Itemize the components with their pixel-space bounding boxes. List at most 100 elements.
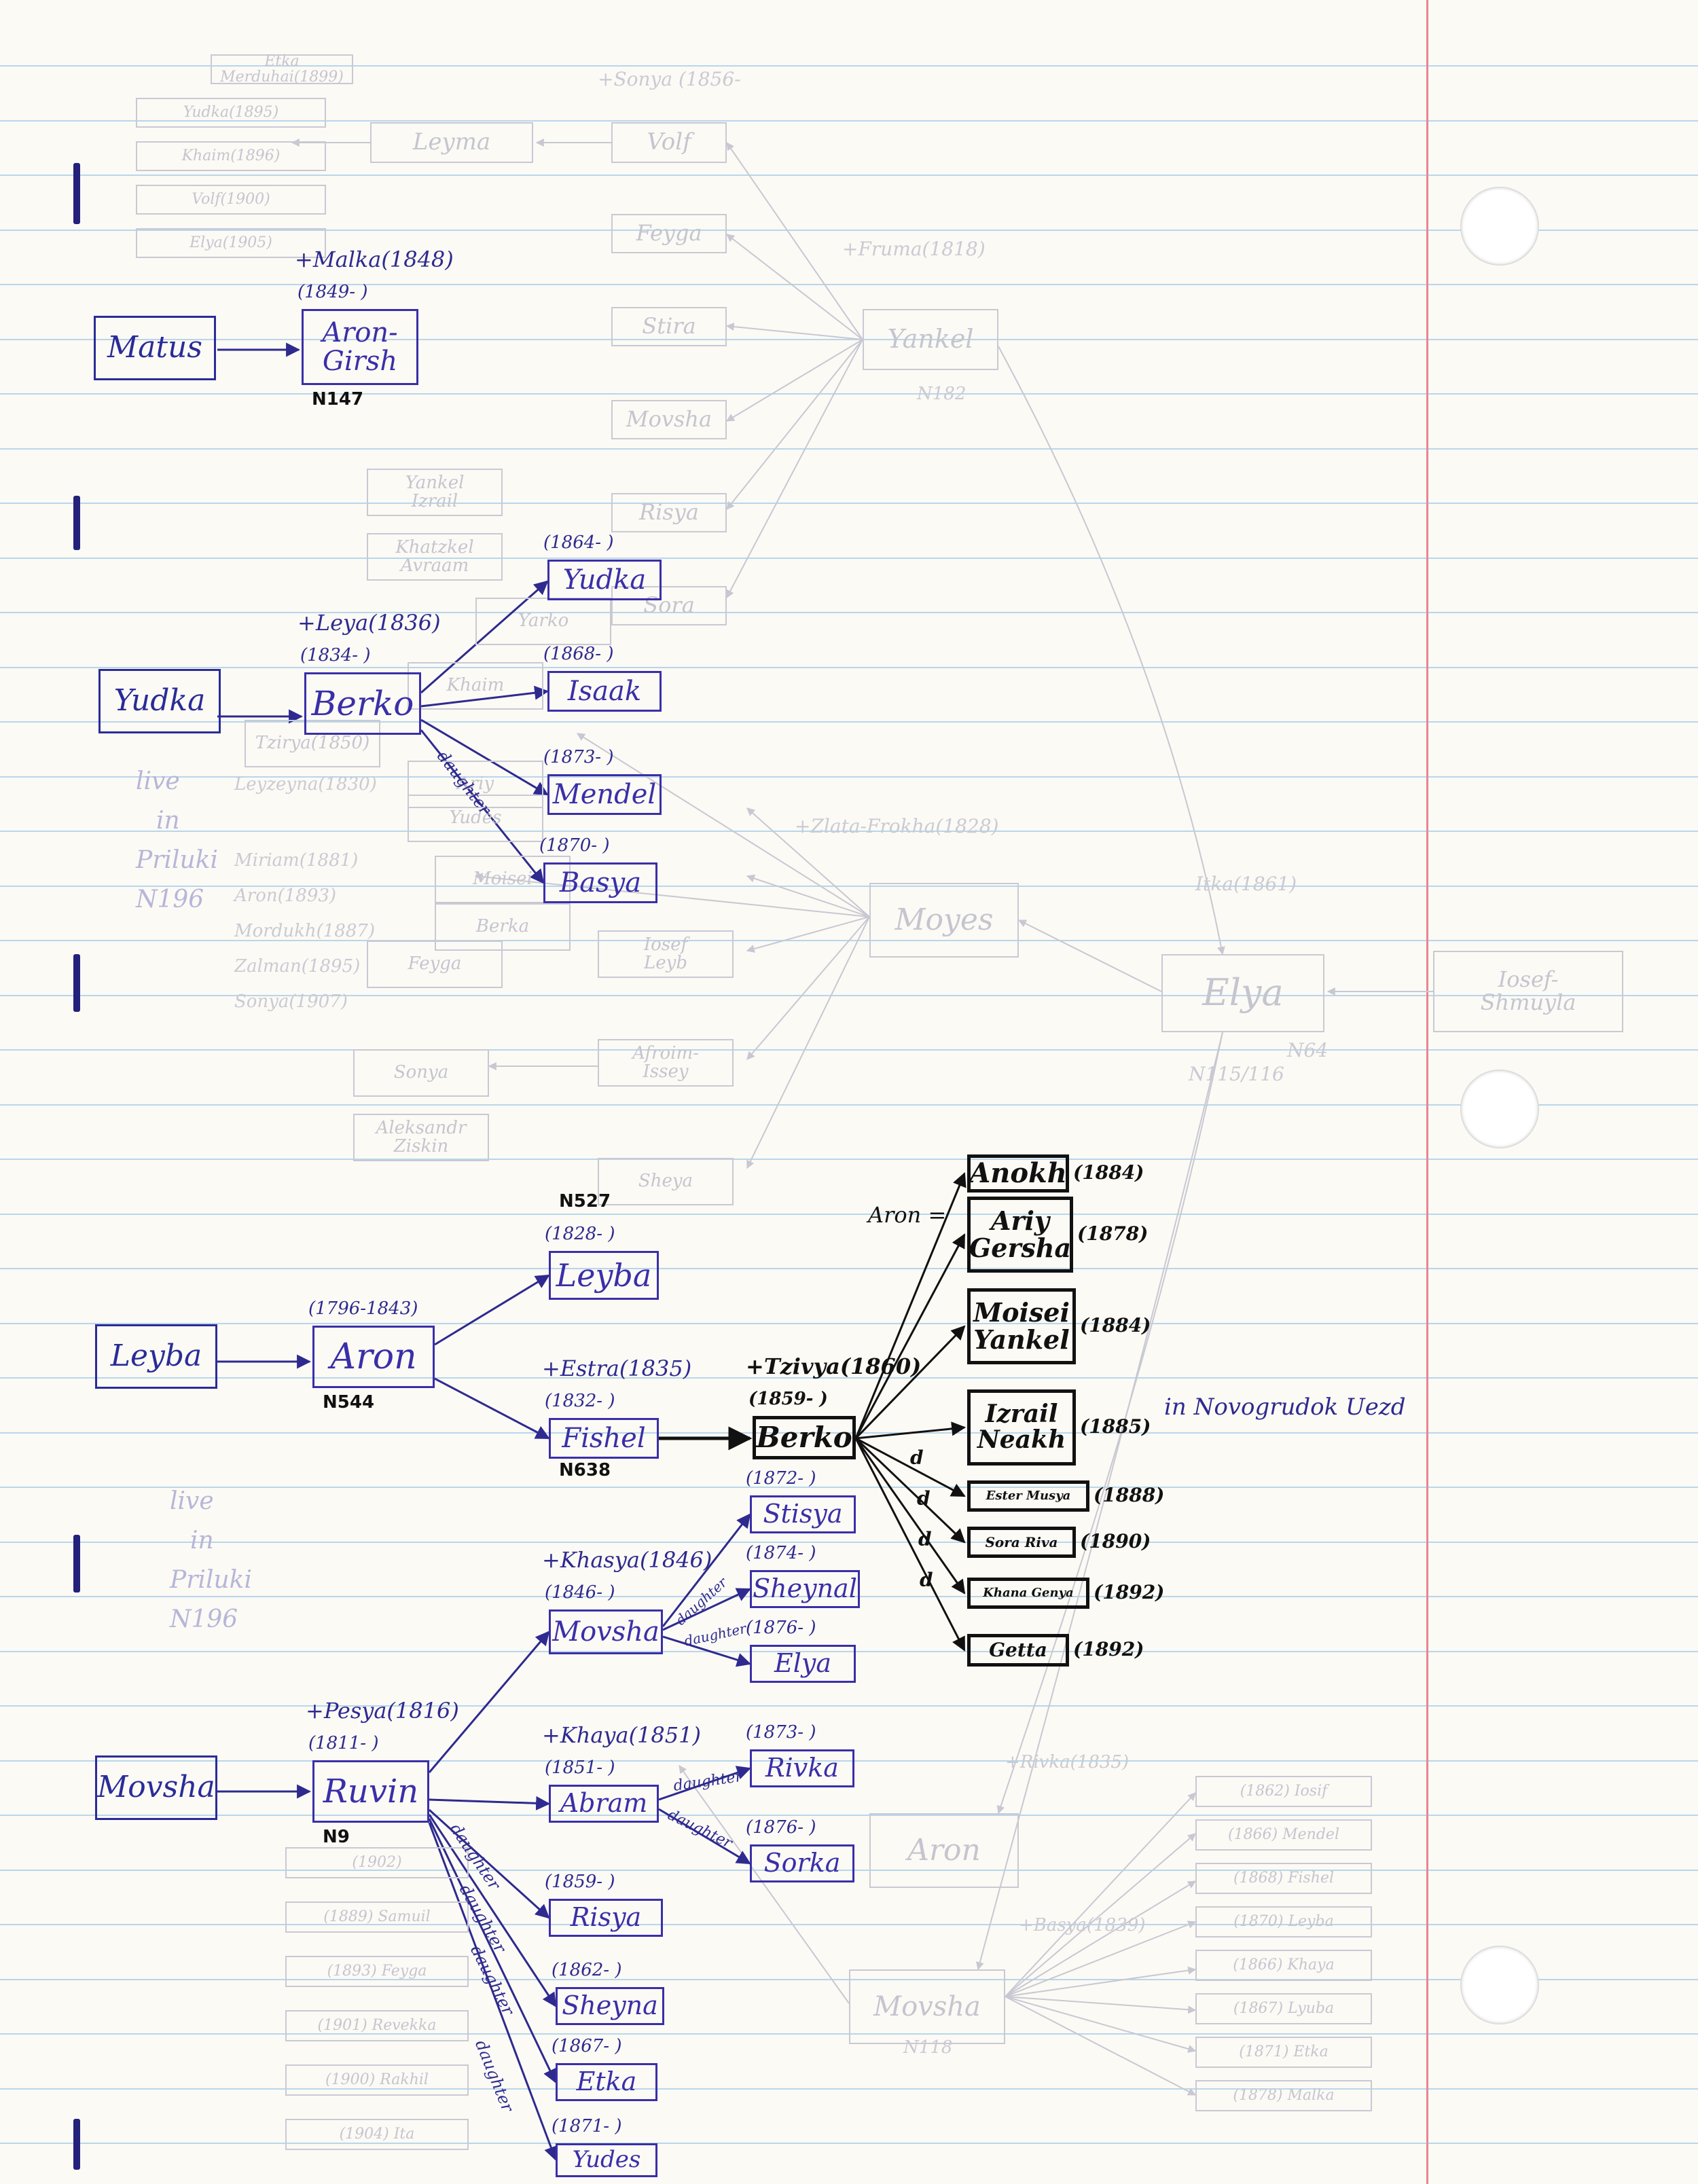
person-elya-dates: (1876- ) — [746, 1618, 816, 1638]
faint-connector — [746, 916, 870, 1060]
faint-box: Sheya — [598, 1158, 734, 1205]
faint-box: (1868) Fishel — [1195, 1863, 1372, 1894]
berko-child-year: (1884) — [1080, 1314, 1151, 1336]
faint-box: Elya(1905) — [136, 228, 326, 258]
faint-box: (1902) — [285, 1847, 469, 1878]
faint-box: Aron — [869, 1813, 1019, 1888]
person-etka-dates: (1867- ) — [552, 2036, 622, 2056]
faint-box: Movsha — [611, 400, 727, 439]
faint-box: (1901) Revekka — [285, 2010, 469, 2041]
rule-line — [0, 1760, 1698, 1762]
faint-box: Volf(1900) — [136, 185, 326, 215]
connector — [434, 1377, 550, 1440]
person-leyba-1828-dates: (1828- ) — [545, 1224, 615, 1244]
aron-equals-note: Aron = — [868, 1202, 947, 1228]
faint-box: Moyes — [869, 883, 1019, 958]
edge-label: d — [918, 1528, 932, 1550]
berko-child-box: Ariy Gersha — [967, 1197, 1073, 1273]
rule-line — [0, 1104, 1698, 1106]
connector — [428, 1631, 550, 1773]
rule-line — [0, 1542, 1698, 1543]
faint-connector — [746, 916, 870, 1169]
connector — [429, 1796, 551, 1810]
rule-line — [0, 1924, 1698, 1925]
person-berko-fishel-spouse: +Tzivya(1860) — [746, 1353, 922, 1379]
berko-child-box: Sora Riva — [967, 1527, 1076, 1558]
faint-connector — [746, 874, 870, 917]
berko-child-box: Anokh — [967, 1154, 1069, 1193]
berko-child-year: (1892) — [1073, 1638, 1144, 1660]
rule-line — [0, 1432, 1698, 1434]
connector — [854, 1325, 966, 1440]
faint-box: Yankel — [863, 309, 998, 370]
faint-box: Leyma — [370, 122, 533, 163]
faint-box: (1900) Rakhil — [285, 2064, 469, 2096]
rule-line — [0, 1159, 1698, 1160]
person-yudka-1864: Yudka — [547, 560, 662, 600]
faint-label: N64 — [1287, 1039, 1329, 1061]
root-person-box: Movsha — [95, 1755, 217, 1820]
faint-box: Risya — [611, 493, 727, 532]
person-ruvin-dates: (1811- ) — [308, 1733, 379, 1753]
root-person-box: Matus — [94, 316, 216, 380]
faint-box: Khaim — [408, 662, 543, 710]
faint-box: (1866) Khaya — [1195, 1950, 1372, 1981]
rule-line — [0, 558, 1698, 559]
margin-tick — [73, 1535, 80, 1592]
faint-box: (1862) Iosif — [1195, 1776, 1372, 1807]
faint-label: +Zlata-Frokha(1828) — [795, 815, 999, 837]
connector — [420, 685, 549, 708]
berko-child-box: Khana Genya — [967, 1578, 1089, 1609]
faint-box: (1871) Etka — [1195, 2037, 1372, 2068]
rule-line — [0, 1049, 1698, 1051]
person-yudes-dates: (1871- ) — [552, 2116, 622, 2136]
person-aron-ref: N544 — [323, 1392, 375, 1413]
faint-box: Tzirya(1850) — [245, 720, 380, 767]
berko-child-box: Getta — [967, 1634, 1069, 1667]
person-sheyna: Sheyna — [556, 1987, 664, 2025]
person-sorka: Sorka — [750, 1844, 854, 1882]
margin-tick — [73, 954, 80, 1012]
person-movsha-spouse: +Khasya(1846) — [542, 1547, 712, 1573]
connector — [434, 1274, 550, 1346]
faint-label: N118 — [903, 2037, 953, 2058]
live-note: Priluki — [170, 1566, 252, 1594]
margin-tick — [73, 163, 80, 224]
person-ruvin-ref: N9 — [323, 1827, 350, 1847]
faint-connector — [1005, 1792, 1196, 1997]
person-sorka-dates: (1876- ) — [746, 1817, 816, 1838]
faint-label: Itka(1861) — [1195, 873, 1297, 895]
rule-line — [0, 339, 1698, 340]
faint-box: Iosef Leyb — [598, 930, 734, 978]
rule-line — [0, 65, 1698, 67]
rule-line — [0, 1870, 1698, 1871]
faint-box: Sora — [611, 586, 727, 625]
faint-connector — [998, 346, 1225, 956]
faint-connector — [1005, 1996, 1197, 2053]
faint-box: Feyga — [611, 214, 727, 253]
rule-line — [0, 284, 1698, 285]
rule-line — [0, 995, 1698, 996]
rule-line — [0, 831, 1698, 832]
person-fishel: Fishel — [549, 1418, 659, 1459]
rule-line — [0, 776, 1698, 778]
faint-box: (1904) Ita — [285, 2119, 469, 2150]
faint-box: Iosef- Shmuyla — [1433, 951, 1623, 1032]
faint-connector — [725, 339, 863, 422]
faint-label: Miriam(1881) — [234, 850, 359, 871]
rule-line — [0, 667, 1698, 668]
person-aron-girsh: Aron- Girsh — [302, 309, 418, 385]
connector — [662, 1635, 752, 1667]
root-person-box: Leyba — [95, 1324, 217, 1389]
margin-tick — [73, 496, 80, 550]
faint-label: Mordukh(1887) — [234, 921, 376, 941]
margin-tick — [73, 2119, 80, 2170]
margin-line — [1426, 0, 1428, 2184]
rule-line — [0, 1377, 1698, 1379]
faint-connector — [1005, 1880, 1197, 1997]
faint-box: Yudka(1895) — [136, 98, 326, 128]
faint-box: Ariy — [408, 761, 543, 808]
rule-line — [0, 1323, 1698, 1324]
rule-line — [0, 886, 1698, 887]
